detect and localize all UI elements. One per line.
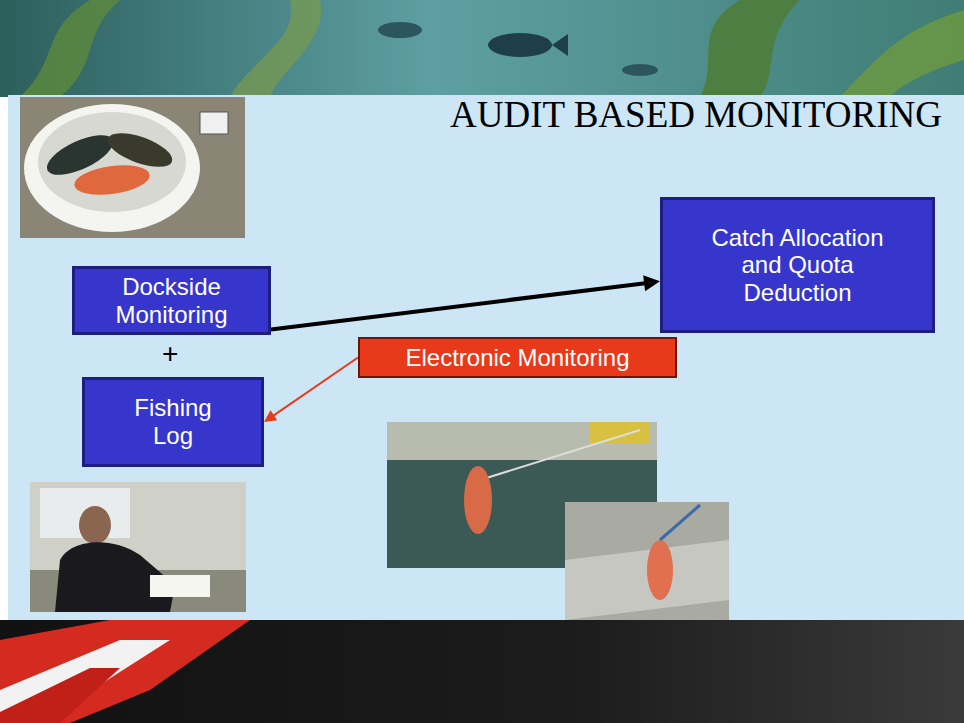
content-panel (8, 95, 964, 621)
flag-red (0, 668, 120, 723)
bucket-photo (20, 97, 245, 238)
box-label: Catch Allocation and Quota Deduction (692, 224, 904, 307)
flag-white (0, 640, 170, 723)
fish (72, 161, 151, 199)
boat-person (590, 422, 650, 444)
bucket-inner (38, 112, 186, 212)
plus-sign: + (162, 340, 178, 368)
process-box: Fishing Log (82, 377, 264, 467)
arrowhead (643, 275, 660, 291)
fish (488, 33, 552, 57)
bucket (24, 104, 200, 232)
boat-hull (387, 422, 657, 460)
fish (622, 64, 658, 76)
kelp (230, 0, 321, 97)
sea-banner (0, 0, 964, 97)
kelp (840, 10, 964, 97)
metal-chute (565, 540, 729, 620)
paper (150, 575, 210, 597)
fishing-line (660, 505, 700, 540)
connector-line (272, 358, 358, 417)
connector-line (271, 283, 647, 330)
kelp (700, 0, 800, 97)
connector-arrow (264, 358, 358, 423)
arrowhead (264, 410, 277, 422)
fish (552, 34, 568, 56)
fisherman-head (79, 506, 111, 544)
process-box: Dockside Monitoring (72, 266, 271, 335)
fish (464, 466, 492, 534)
footer-band (0, 620, 964, 723)
slide-title: AUDIT BASED MONITORING (450, 96, 942, 133)
kelp (20, 0, 120, 97)
box-label: Fishing Log (128, 394, 218, 449)
catch-photo (565, 502, 729, 620)
box-label: Dockside Monitoring (97, 273, 247, 328)
connector-arrow (271, 275, 660, 329)
fish (378, 22, 422, 38)
flag-red (0, 620, 250, 723)
process-box: Catch Allocation and Quota Deduction (660, 197, 935, 333)
fish (647, 540, 673, 600)
scale-device (200, 112, 228, 134)
box-label: Electronic Monitoring (405, 344, 629, 372)
callout-box: Electronic Monitoring (358, 337, 677, 378)
fisherman-photo (30, 482, 246, 612)
fishing-line (480, 430, 640, 480)
